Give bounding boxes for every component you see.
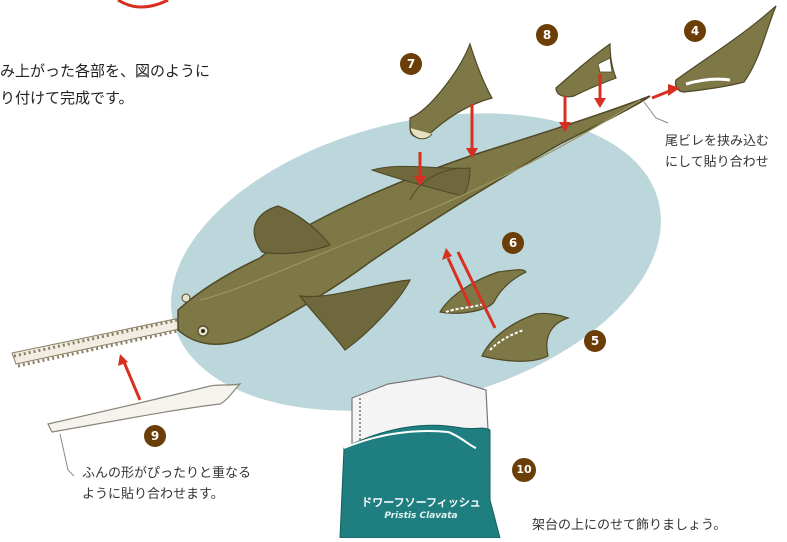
stand-label: ドワーフソーフィッシュ Pristis Clavata: [356, 496, 486, 522]
part-number-7: 7: [400, 53, 422, 75]
part-number-5: 5: [584, 330, 606, 352]
arrow-part-6: [446, 257, 472, 307]
part-number-6: 6: [502, 232, 524, 254]
part-number-9: 9: [144, 425, 166, 447]
part-7-dorsal-fin: [409, 42, 493, 140]
part-8-dorsal-fin: [555, 42, 617, 98]
part-number-10: 10: [512, 458, 536, 482]
stand-label-latin: Pristis Clavata: [384, 511, 458, 521]
part-number-4: 4: [684, 20, 706, 42]
saw-rostrum: [11, 317, 185, 368]
snout-note-line-2: ように貼り合わせます。: [82, 487, 224, 502]
base-note: 架台の上にのせて飾りましょう。: [532, 518, 727, 533]
intro-text: み上がった各部を、図のように り付けて完成です。: [0, 58, 210, 112]
leader-lines: [59, 101, 669, 477]
tail-note-line-1: 尾ビレを挟み込む: [665, 134, 770, 149]
part-4-tail-fin: [674, 5, 777, 93]
stand: [339, 375, 501, 539]
top-arc: [117, 0, 169, 9]
part-number-8: 8: [536, 24, 558, 46]
tail-note: 尾ビレを挟み込む にして貼り合わせ: [665, 131, 769, 173]
part-9-snout-underside: [47, 383, 242, 433]
intro-line-2: り付けて完成です。: [0, 89, 134, 107]
arrow-part-9: [122, 361, 142, 401]
arrow-heads: [118, 84, 680, 366]
intro-line-1: み上がった各部を、図のように: [0, 62, 211, 80]
snout-note: ふんの形がぴったりと重なる ように貼り合わせます。: [82, 463, 251, 505]
arrow-part-5: [456, 251, 497, 329]
tail-note-line-2: にして貼り合わせ: [665, 155, 769, 170]
stand-label-jp: ドワーフソーフィッシュ: [361, 496, 481, 509]
snout-note-line-1: ふんの形がぴったりと重なる: [82, 466, 252, 481]
part-5-pelvic-fin: [481, 312, 570, 362]
